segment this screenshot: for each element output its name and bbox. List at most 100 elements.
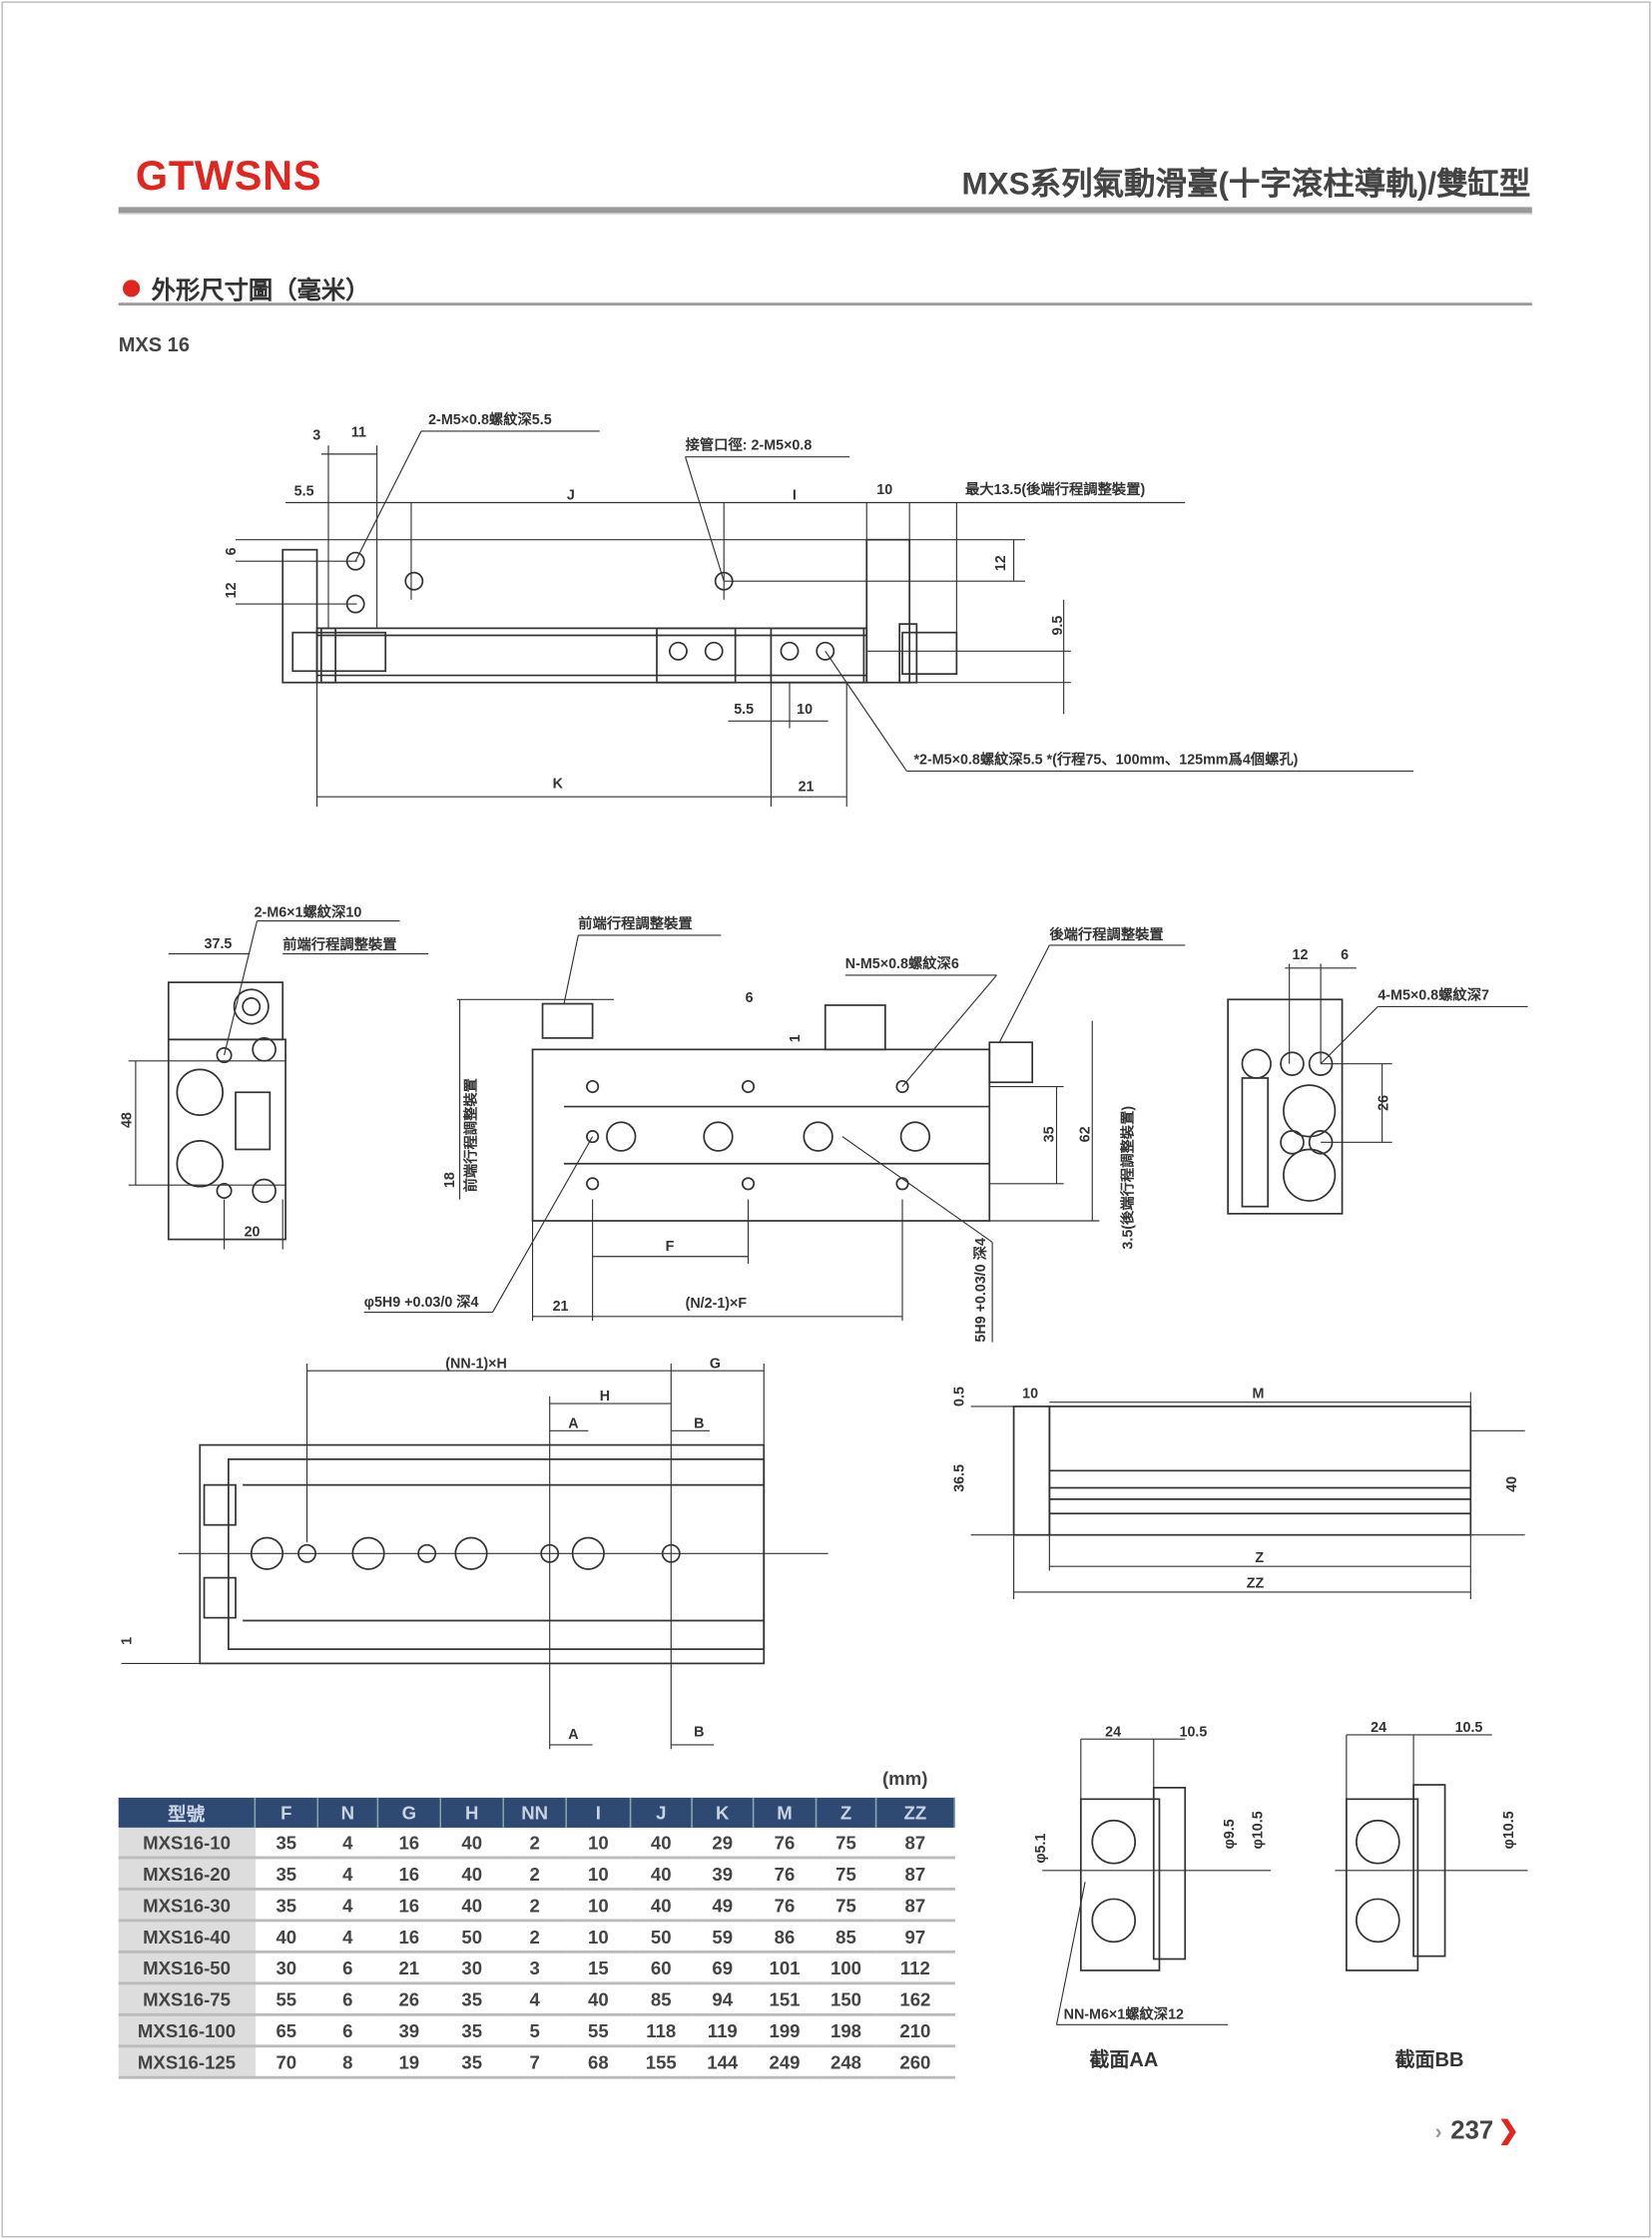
column-header: I	[566, 1797, 632, 1828]
dimension-label-side-view-Z: Z	[1255, 1550, 1264, 1566]
value-cell: 155	[630, 2045, 693, 2079]
value-cell: 29	[692, 1827, 754, 1860]
dimension-label-section-bb-d105: 10.5	[1455, 1720, 1483, 1736]
dimension-label-bottom-view-G: G	[710, 1356, 721, 1372]
value-cell: 16	[377, 1857, 441, 1891]
dimension-label-top-view-d12b: 12	[993, 555, 1009, 571]
dimension-label-side-view-d40: 40	[1504, 1476, 1520, 1492]
dimension-label-bottom-view-B1: B	[694, 1415, 704, 1431]
page-number-text: 237	[1450, 2115, 1494, 2145]
dimension-label-front-view-d6: 6	[746, 990, 754, 1006]
value-cell: 2	[503, 1857, 567, 1891]
dimension-label-front-view-d62: 62	[1077, 1126, 1093, 1142]
dimension-label-front-view-front-adj-v: 前端行程調整裝置	[461, 1078, 479, 1192]
dimension-label-front-view-front-adj: 前端行程調整裝置	[578, 914, 692, 932]
value-cell: 10	[566, 1920, 631, 1954]
dimension-label-top-view-d10b: 10	[797, 702, 813, 718]
column-header: ZZ	[875, 1797, 955, 1828]
value-cell: 249	[753, 2045, 817, 2079]
dimension-label-front-view-d21: 21	[553, 1299, 569, 1315]
dimension-label-section-bb-title: 截面BB	[1395, 2047, 1464, 2071]
value-cell: 16	[377, 1920, 441, 1954]
value-cell: 26	[377, 1982, 441, 2016]
dimension-label-top-view-d3: 3	[312, 428, 320, 444]
value-cell: 39	[377, 2014, 441, 2048]
dimension-label-top-view-d21: 21	[799, 779, 815, 795]
value-cell: 10	[566, 1889, 631, 1923]
model-cell: MXS16-40	[118, 1920, 256, 1954]
model-cell: MXS16-100	[118, 2014, 256, 2048]
dimension-label-section-aa-p51: φ5.1	[1033, 1834, 1049, 1864]
value-cell: 69	[692, 1952, 754, 1985]
dimension-label-side-view-d05: 0.5	[952, 1387, 968, 1406]
page-title: MXS系列氣動滑臺(十字滾柱導軌)/雙缸型	[961, 165, 1531, 202]
value-cell: 162	[875, 1982, 955, 2016]
dimension-label-end-view-thread: 2-M6×1螺紋深10	[255, 902, 362, 920]
column-header: H	[440, 1797, 504, 1828]
value-cell: 35	[440, 2045, 504, 2079]
model-cell: MXS16-50	[118, 1952, 256, 1985]
dimension-label-top-view-d10a: 10	[876, 482, 892, 498]
dimension-label-top-view-note: *2-M5×0.8螺紋深5.5 *(行程75、100mm、125mm爲4個螺孔)	[913, 750, 1298, 768]
value-cell: 30	[440, 1952, 504, 1985]
section-bb-drawing	[1335, 1734, 1528, 1971]
column-header: Z	[816, 1797, 877, 1828]
value-cell: 35	[255, 1827, 318, 1860]
model-label: MXS 16	[118, 332, 190, 356]
value-cell: 40	[630, 1889, 693, 1923]
value-cell: 50	[440, 1920, 504, 1954]
dimension-label-rear-view-thread: 4-M5×0.8螺紋深7	[1377, 985, 1489, 1003]
value-cell: 94	[692, 1982, 754, 2016]
dimension-label-top-view-d55b: 5.5	[734, 702, 754, 718]
dimension-label-top-view-d12a: 12	[224, 582, 240, 598]
value-cell: 76	[753, 1857, 817, 1891]
model-cell: MXS16-30	[118, 1889, 256, 1923]
value-cell: 7	[503, 2045, 567, 2079]
dimension-label-side-view-d10: 10	[1022, 1386, 1038, 1401]
bullet-icon	[123, 279, 141, 296]
value-cell: 40	[255, 1920, 318, 1954]
dimension-label-front-view-rear-adj: 後端行程調整裝置	[1049, 925, 1163, 943]
value-cell: 75	[816, 1857, 876, 1891]
value-cell: 35	[440, 1982, 504, 2016]
brand-logo: GTWSNS	[135, 154, 322, 201]
value-cell: 4	[317, 1920, 378, 1954]
value-cell: 35	[440, 2014, 504, 2048]
value-cell: 59	[692, 1920, 754, 1954]
dimension-label-section-bb-p105: φ10.5	[1501, 1811, 1517, 1849]
dimension-label-top-view-K: K	[553, 777, 564, 793]
value-cell: 40	[630, 1857, 693, 1891]
dimension-label-bottom-view-H: H	[600, 1389, 610, 1404]
value-cell: 210	[875, 2014, 955, 2048]
value-cell: 15	[566, 1952, 631, 1985]
value-cell: 2	[503, 1920, 567, 1954]
value-cell: 5	[503, 2014, 567, 2048]
value-cell: 85	[630, 1982, 693, 2016]
value-cell: 151	[753, 1982, 817, 2016]
dimension-label-front-view-d1: 1	[788, 1034, 804, 1042]
value-cell: 70	[255, 2045, 318, 2079]
dimension-label-bottom-view-A2: A	[568, 1727, 578, 1743]
value-cell: 6	[317, 2014, 378, 2048]
value-cell: 85	[816, 1920, 876, 1954]
top-view-drawing	[236, 430, 1414, 808]
value-cell: 87	[875, 1857, 955, 1891]
dimension-label-top-view-J: J	[567, 488, 575, 504]
value-cell: 39	[692, 1857, 754, 1891]
column-header: G	[377, 1797, 441, 1828]
column-header: F	[255, 1797, 318, 1828]
dimension-label-end-view-d20: 20	[245, 1225, 261, 1241]
value-cell: 198	[816, 2014, 876, 2048]
value-cell: 87	[875, 1889, 955, 1923]
header-divider	[118, 207, 1532, 215]
dimension-label-front-view-pin2: 5H9 +0.03/0 深4	[971, 1238, 989, 1343]
value-cell: 6	[317, 1952, 378, 1985]
dimension-label-rear-view-d26: 26	[1376, 1095, 1391, 1111]
